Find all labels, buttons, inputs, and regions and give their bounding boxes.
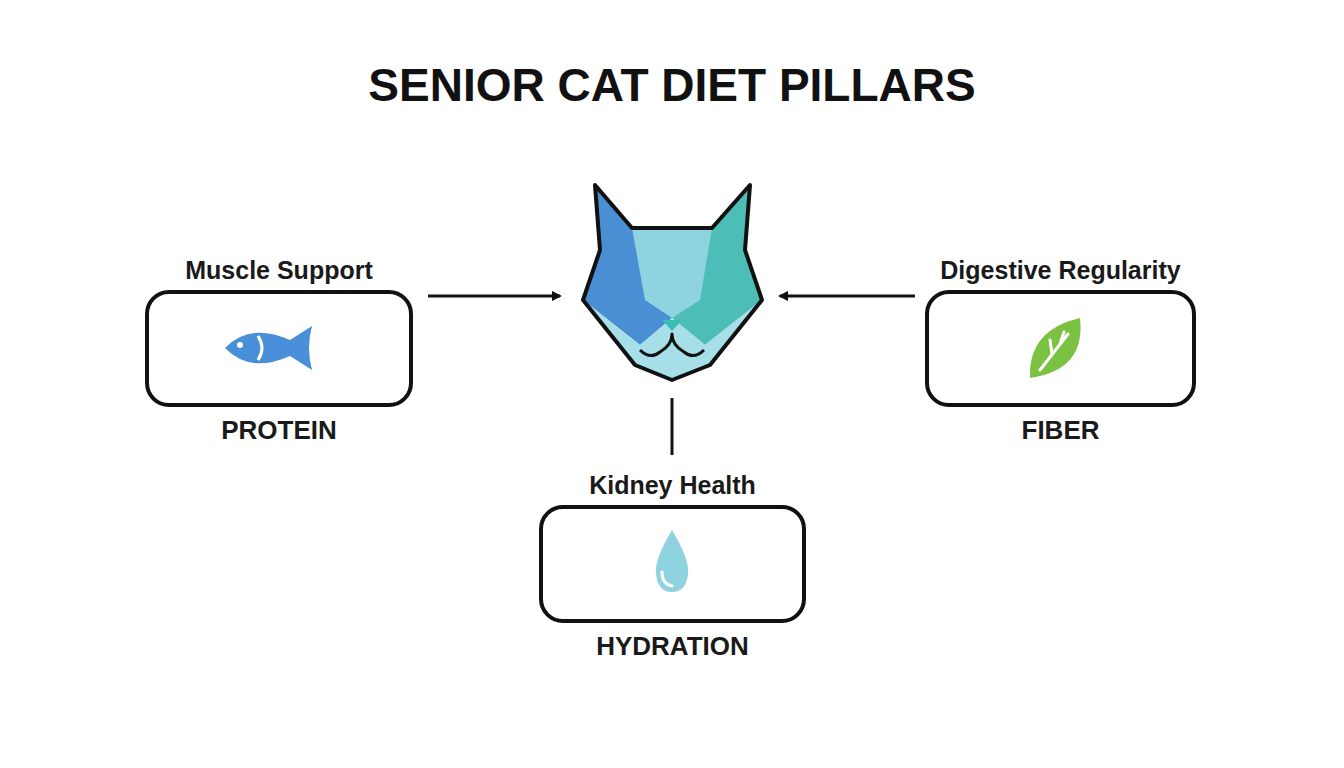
cat-head — [583, 185, 762, 380]
arrow-line — [428, 295, 560, 298]
nutrient-label: FIBER — [1022, 415, 1100, 446]
pillar-box: Digestive RegularityFIBER — [925, 290, 1196, 407]
nutrient-label: PROTEIN — [221, 415, 337, 446]
leaf-icon — [1030, 318, 1081, 378]
arrow-line — [780, 295, 915, 298]
benefit-label: Muscle Support — [185, 256, 373, 285]
drop-icon — [656, 530, 688, 592]
fish-icon — [225, 326, 312, 370]
benefit-label: Digestive Regularity — [940, 256, 1180, 285]
pillar-box: Muscle SupportPROTEIN — [145, 290, 413, 407]
nutrient-label: HYDRATION — [596, 631, 749, 662]
benefit-label: Kidney Health — [589, 471, 756, 500]
connector-line — [671, 398, 674, 455]
pillar-box: Kidney HealthHYDRATION — [539, 505, 806, 623]
diagram-title: SENIOR CAT DIET PILLARS — [0, 58, 1344, 112]
